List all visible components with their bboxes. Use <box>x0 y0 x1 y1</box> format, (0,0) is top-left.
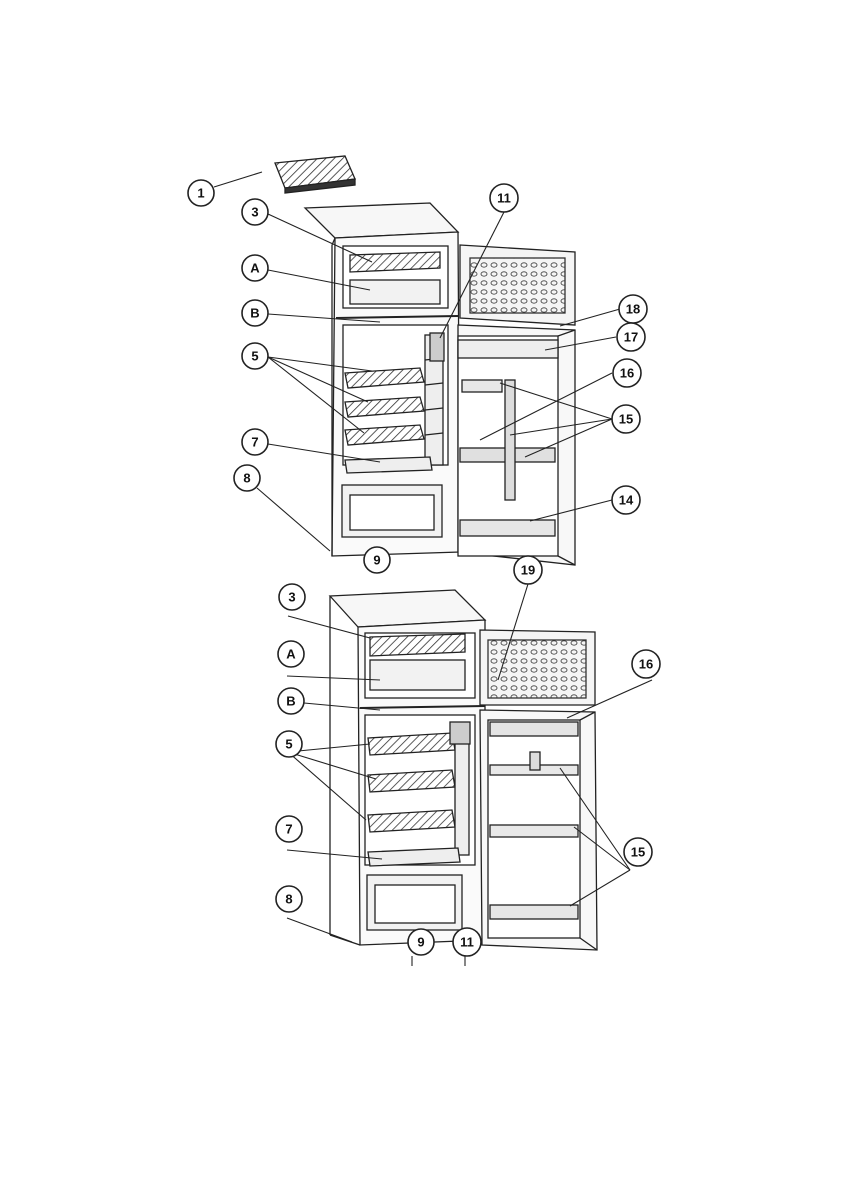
callout-9-lower: 9 <box>408 929 434 955</box>
callout-15-upper: 15 <box>612 405 640 433</box>
callout-7-upper: 7 <box>242 429 268 455</box>
freezer-shelf <box>350 252 440 272</box>
svg-text:3: 3 <box>288 590 295 605</box>
svg-text:8: 8 <box>285 892 292 907</box>
door-shelf-lower-2 <box>490 825 578 837</box>
callout-3-upper: 3 <box>242 199 268 225</box>
svg-text:16: 16 <box>639 657 653 672</box>
callout-7-lower: 7 <box>276 816 302 842</box>
svg-text:B: B <box>250 306 259 321</box>
callout-B-upper: B <box>242 300 268 326</box>
callout-A-lower: A <box>278 641 304 667</box>
svg-text:8: 8 <box>243 471 250 486</box>
callout-14: 14 <box>612 486 640 514</box>
svg-text:B: B <box>286 694 295 709</box>
freezer-tray <box>350 280 440 304</box>
lower-fridge-illustration <box>330 590 597 950</box>
svg-text:5: 5 <box>285 737 292 752</box>
freezer-shelf-lower <box>370 634 465 656</box>
svg-text:5: 5 <box>251 349 258 364</box>
callout-16-lower: 16 <box>632 650 660 678</box>
callout-8-upper: 8 <box>234 465 260 491</box>
callout-9-upper: 9 <box>364 547 390 573</box>
callout-19: 19 <box>514 556 542 584</box>
callout-B-lower: B <box>278 688 304 714</box>
callout-18: 18 <box>619 295 647 323</box>
svg-text:3: 3 <box>251 205 258 220</box>
callout-11-lower: 11 <box>453 928 481 956</box>
svg-text:15: 15 <box>619 412 633 427</box>
svg-text:11: 11 <box>497 191 511 206</box>
callout-8-lower: 8 <box>276 886 302 912</box>
callout-17: 17 <box>617 323 645 351</box>
svg-text:17: 17 <box>624 330 638 345</box>
callout-5-upper: 5 <box>242 343 268 369</box>
egg-tray-part <box>275 156 355 193</box>
upper-fridge-illustration <box>275 156 575 565</box>
door-shelf-1 <box>462 380 502 392</box>
callout-1: 1 <box>188 180 214 206</box>
svg-text:7: 7 <box>251 435 258 450</box>
svg-text:15: 15 <box>631 845 645 860</box>
freezer-tray-lower <box>370 660 465 690</box>
door-shelf-lower-3 <box>490 905 578 919</box>
svg-text:14: 14 <box>619 493 634 508</box>
callout-16-upper: 16 <box>613 359 641 387</box>
svg-text:1: 1 <box>197 186 204 201</box>
svg-text:18: 18 <box>626 302 640 317</box>
callout-5-lower: 5 <box>276 731 302 757</box>
svg-text:9: 9 <box>417 935 424 950</box>
callout-3-lower: 3 <box>279 584 305 610</box>
svg-text:9: 9 <box>373 553 380 568</box>
callout-15-lower: 15 <box>624 838 652 866</box>
callout-A-upper: A <box>242 255 268 281</box>
svg-text:A: A <box>250 261 260 276</box>
svg-text:11: 11 <box>460 935 474 950</box>
callout-11-upper: 11 <box>490 184 518 212</box>
svg-text:16: 16 <box>620 366 634 381</box>
svg-text:7: 7 <box>285 822 292 837</box>
door-shelf-3 <box>460 520 555 536</box>
svg-text:A: A <box>286 647 296 662</box>
svg-text:19: 19 <box>521 563 535 578</box>
